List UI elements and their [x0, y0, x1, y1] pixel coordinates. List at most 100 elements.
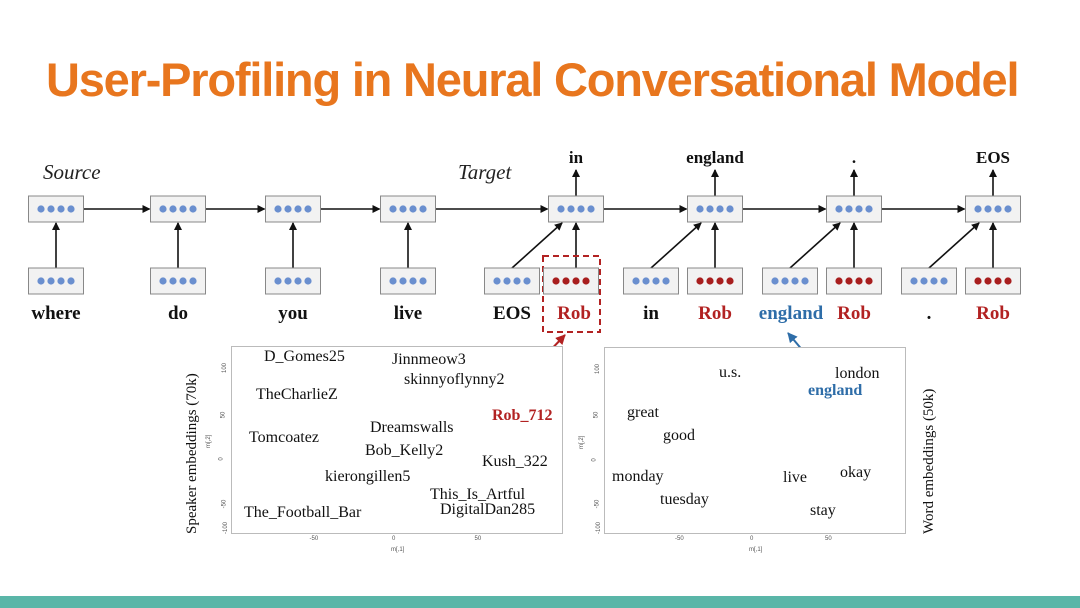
speaker-embedding-box-frame [826, 267, 882, 295]
hidden-state-box-unit [169, 205, 177, 213]
hidden-state-box-unit [567, 205, 575, 213]
hidden-state-box-unit [389, 205, 397, 213]
input-embedding-box-unit [67, 277, 75, 285]
target-label: Target [458, 160, 512, 184]
word-embedding-box [623, 267, 679, 295]
input-embedding-box [150, 267, 206, 295]
x-tick-label: 50 [474, 536, 482, 542]
hidden-state-box-unit [159, 205, 167, 213]
word-embedding-box-unit [781, 277, 789, 285]
speaker-embedding-box-unit [865, 277, 873, 285]
speaker-embedding-box-frame [965, 267, 1021, 295]
speaker-embedding-box-unit [726, 277, 734, 285]
hidden-state-box-unit [179, 205, 187, 213]
y-tick-label: -50 [594, 499, 601, 509]
output-word-label: . [851, 148, 857, 167]
input-embedding-box-unit [304, 277, 312, 285]
speaker-embedding-box [965, 267, 1021, 295]
word-embedding-box-unit [652, 277, 660, 285]
word-embedding-box-frame [623, 267, 679, 295]
input-word-label: Rob [698, 303, 732, 324]
speaker-embedding-box-unit [974, 277, 982, 285]
input-word-label: in [643, 303, 659, 324]
hidden-state-box-unit [284, 205, 292, 213]
y-tick-label: 100 [595, 363, 602, 374]
embedding-point-label: england [808, 382, 863, 399]
hidden-state-box [548, 195, 604, 223]
hidden-state-box-unit [399, 205, 407, 213]
hidden-state-box [687, 195, 743, 223]
input-embedding-box-frame [28, 267, 84, 295]
word-embedding-box-frame [762, 267, 818, 295]
speaker-embedding-box-unit [582, 277, 590, 285]
hidden-state-box-unit [67, 205, 75, 213]
word-embeddings-axis-title: Word embeddings (50k) [921, 388, 937, 534]
speaker-embeddings-axis-title: Speaker embeddings (70k) [184, 373, 200, 534]
embedding-point-label: stay [810, 502, 836, 519]
y-tick-label: 100 [222, 363, 229, 374]
rob-highlight-box [542, 255, 601, 333]
embedding-point-label: DigitalDan285 [440, 501, 536, 518]
hidden-state-box-frame [28, 195, 84, 223]
input-word-label: live [393, 303, 423, 324]
word-embedding-box-unit [940, 277, 948, 285]
input-embedding-box [380, 267, 436, 295]
word-embedding-box-unit [493, 277, 501, 285]
word-embedding-box-unit [503, 277, 511, 285]
hidden-state-box [265, 195, 321, 223]
hidden-state-box-unit [557, 205, 565, 213]
speaker-embedding-box-unit [706, 277, 714, 285]
word-embedding-box-unit [771, 277, 779, 285]
embedding-point-label: good [663, 427, 695, 444]
embedding-point-label: great [627, 404, 659, 421]
y-axis-label: m[,2] [206, 434, 212, 448]
speaker-embedding-box-unit [835, 277, 843, 285]
input-embedding-box-unit [47, 277, 55, 285]
word-embedding-box-unit [920, 277, 928, 285]
hidden-state-box-unit [994, 205, 1002, 213]
embedding-point-label: kierongillen5 [325, 468, 411, 485]
input-embedding-box-unit [159, 277, 167, 285]
hidden-state-box-unit [845, 205, 853, 213]
y-tick-label: 50 [220, 411, 227, 418]
speaker-embedding-box-frame [687, 267, 743, 295]
word-embedding-box-frame [901, 267, 957, 295]
embedding-point-label: Tomcoatez [249, 429, 319, 446]
input-word-label: Rob [976, 303, 1010, 324]
embedding-point-label: monday [612, 468, 664, 485]
speaker-embedding-box-unit [994, 277, 1002, 285]
word-embedding-box [901, 267, 957, 295]
embedding-point-label: Rob_712 [492, 407, 553, 424]
word-input-arrow [789, 222, 841, 269]
input-word-label: england [758, 303, 824, 324]
word-embedding-box-unit [523, 277, 531, 285]
embedding-point-label: Jinnmeow3 [392, 351, 466, 368]
input-word-label: EOS [492, 303, 532, 324]
hidden-state-box-unit [419, 205, 427, 213]
input-word-label: Rob [837, 303, 871, 324]
speaker-embedding-box-unit [716, 277, 724, 285]
hidden-state-box-unit [47, 205, 55, 213]
hidden-state-box-frame [687, 195, 743, 223]
hidden-state-box-unit [855, 205, 863, 213]
output-word-label: england [686, 148, 744, 167]
embedding-point-label: tuesday [660, 491, 709, 508]
hidden-state-box-frame [150, 195, 206, 223]
input-embedding-box-unit [37, 277, 45, 285]
word-embedding-box [484, 267, 540, 295]
hidden-state-box-unit [274, 205, 282, 213]
word-input-arrow [928, 222, 980, 269]
input-embedding-box-unit [409, 277, 417, 285]
speaker-embedding-box-unit [562, 277, 570, 285]
input-embedding-box [265, 267, 321, 295]
embedding-point-label: u.s. [719, 364, 742, 381]
speaker-embedding-box [826, 267, 882, 295]
hidden-state-box-frame [826, 195, 882, 223]
slide-title: User-Profiling in Neural Conversational … [46, 53, 1020, 106]
hidden-state-box-frame [380, 195, 436, 223]
input-embedding-box-unit [274, 277, 282, 285]
speaker-embedding-box-unit [696, 277, 704, 285]
embedding-point-label: skinnyoflynny2 [404, 371, 505, 388]
hidden-state-box-unit [706, 205, 714, 213]
